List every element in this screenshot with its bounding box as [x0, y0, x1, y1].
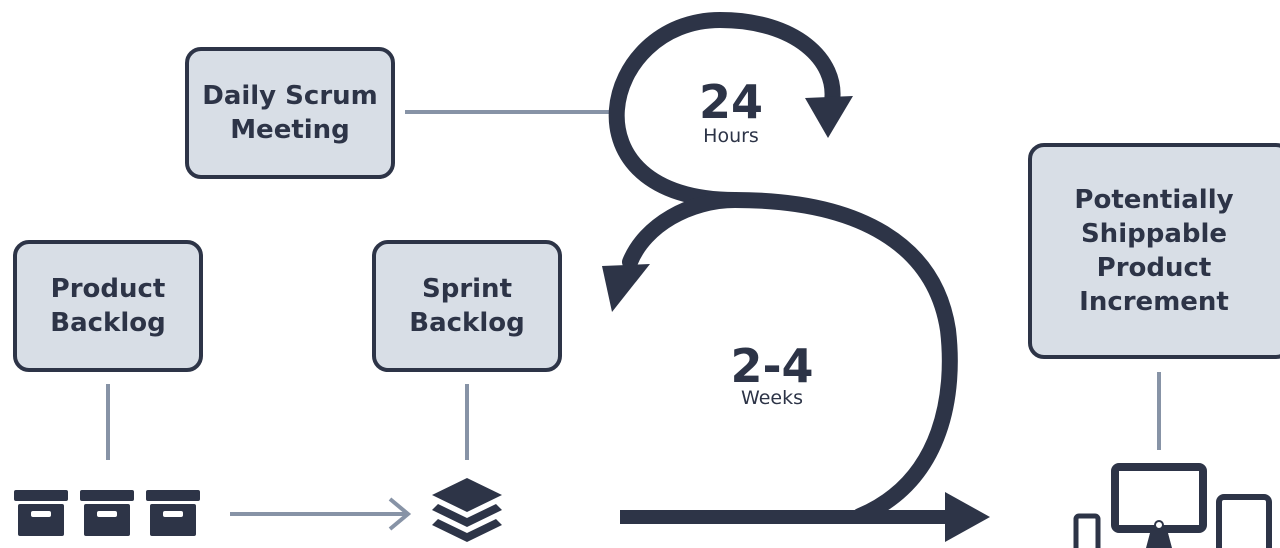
potentially-shippable-increment-box: Potentially Shippable Product Increment — [1028, 143, 1280, 359]
sprint-loop-arrow — [602, 191, 958, 524]
increment-line-1: Potentially — [1074, 185, 1234, 215]
sprint-loop-value: 2-4 — [730, 339, 813, 393]
product-backlog-line-1: Product — [50, 274, 166, 304]
product-backlog-box: Product Backlog — [13, 240, 203, 372]
archive-box-icon — [14, 490, 68, 536]
increment-line-3: Product — [1096, 253, 1212, 283]
sprint-output-arrow — [620, 492, 990, 542]
smartphone-icon — [1073, 513, 1101, 548]
archive-box-icon — [146, 490, 200, 536]
sprint-backlog-line-1: Sprint — [421, 274, 512, 304]
layers-stack-icon — [432, 478, 502, 542]
archive-box-icon — [80, 490, 134, 536]
sprint-backlog-box: Sprint Backlog — [372, 240, 562, 372]
daily-loop-arrow — [608, 11, 853, 208]
daily-scrum-line-2: Meeting — [230, 115, 350, 145]
sprint-backlog-line-2: Backlog — [409, 308, 525, 338]
backlog-to-sprint-arrow — [230, 497, 412, 531]
daily-scrum-meeting-box: Daily Scrum Meeting — [185, 47, 395, 179]
sprint-loop-unit: Weeks — [741, 387, 803, 409]
tablet-icon — [1216, 494, 1272, 548]
desktop-monitor-icon — [1111, 463, 1207, 548]
daily-loop-unit: Hours — [703, 125, 759, 147]
daily-loop-value: 24 — [699, 75, 763, 129]
product-backlog-line-2: Backlog — [50, 308, 166, 338]
daily-scrum-line-1: Daily Scrum — [202, 81, 378, 111]
increment-line-2: Shippable — [1080, 219, 1228, 249]
increment-line-4: Increment — [1079, 287, 1229, 317]
